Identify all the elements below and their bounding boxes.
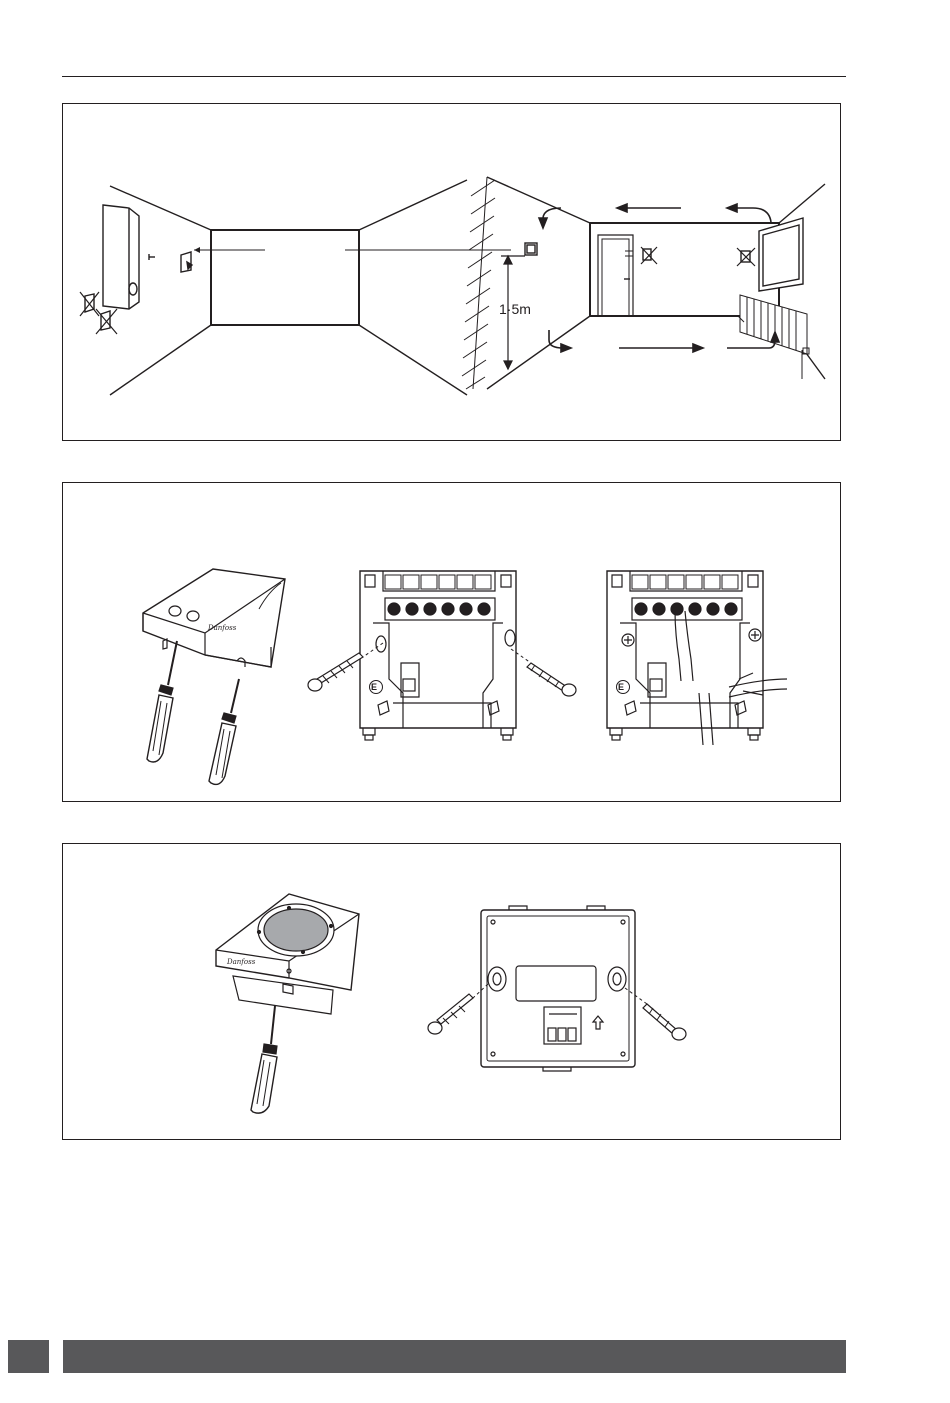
dial-display [264, 909, 328, 951]
wall-plug-screw-icon [511, 649, 576, 696]
crossed-out-thermostat-icon [737, 248, 755, 266]
wall-plug-screw-icon [428, 984, 488, 1034]
earth-terminal-label: E [371, 682, 377, 692]
screwdriver-icon [209, 679, 239, 784]
base-plate-wired [607, 571, 787, 745]
brand-logo: Danfoss [226, 958, 256, 966]
brand-logo: Danfoss [207, 624, 237, 632]
installation-panel: Danfoss [62, 482, 841, 802]
crossed-out-thermostat-icon [96, 309, 117, 334]
boiler-appliance [103, 205, 155, 309]
mounting-height-label: 1·5m [499, 301, 531, 317]
thermostat-icon [525, 243, 537, 255]
thermostat-icon [181, 252, 192, 272]
round-thermostat-unit [216, 894, 359, 1014]
terminal-block [385, 598, 495, 620]
back-plate [481, 906, 635, 1071]
hatched-wall [462, 177, 495, 389]
screwdriver-icon [251, 1006, 277, 1113]
left-room-diagram [80, 180, 511, 395]
thermostat-unit [143, 569, 285, 667]
base-plate [360, 571, 516, 740]
header-rule [62, 76, 846, 77]
mounting-panel: Danfoss [62, 843, 841, 1140]
placement-diagram-panel: 1·5m [62, 103, 841, 441]
screwdriver-icon [147, 641, 177, 762]
page-number-box [8, 1340, 49, 1373]
right-room-diagram [487, 177, 825, 389]
crossed-out-thermostat-icon [80, 292, 99, 316]
earth-terminal-label: E [618, 682, 624, 692]
crossed-out-thermostat-icon [625, 247, 657, 264]
footer-bar [63, 1340, 846, 1373]
